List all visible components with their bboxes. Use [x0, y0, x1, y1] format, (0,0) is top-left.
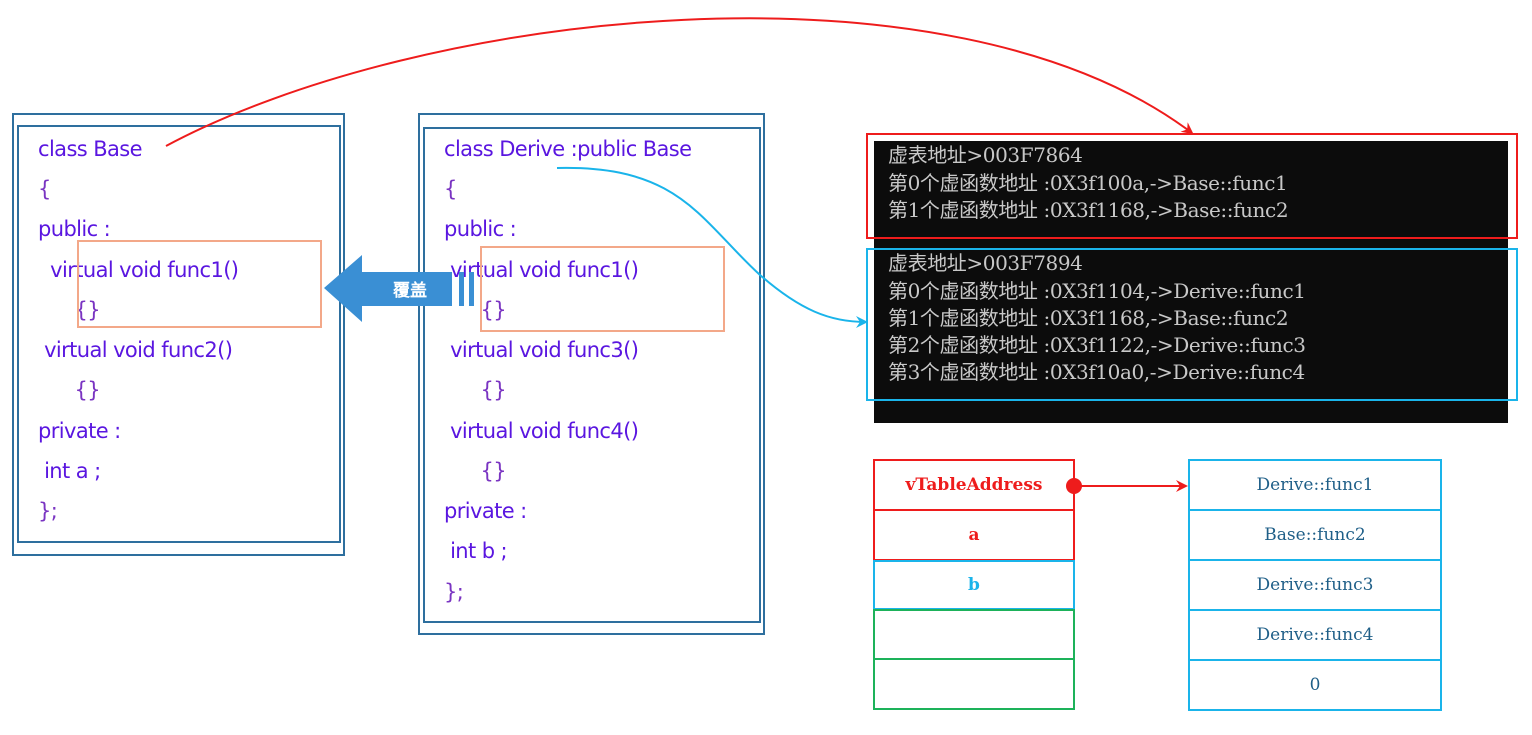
- base-code-line: {}: [38, 378, 100, 402]
- derive-code-line: virtual void func3(): [444, 338, 639, 362]
- base-code-line: public :: [38, 217, 111, 241]
- vtable-entry: Base::func2: [1188, 509, 1442, 561]
- console-line: 第1个虚函数地址 :0X3f1168,->Base::func2: [888, 198, 1289, 222]
- empty-slot-cell: [873, 609, 1075, 660]
- derive-code-line: int b ;: [444, 539, 508, 563]
- base-code-line: virtual void func1(): [38, 258, 239, 282]
- console-line: 第2个虚函数地址 :0X3f1122,->Derive::func3: [888, 333, 1306, 357]
- derive-code-line: virtual void func4(): [444, 419, 639, 443]
- console-line: 虚表地址>003F7894: [888, 251, 1083, 275]
- base-code-line: {: [38, 177, 51, 201]
- member-b-cell: b: [873, 560, 1075, 610]
- member-a-cell: a: [873, 509, 1075, 561]
- base-code-line: virtual void func2(): [38, 338, 233, 362]
- console-line: 第0个虚函数地址 :0X3f100a,->Base::func1: [888, 171, 1288, 195]
- base-code-line: };: [38, 499, 58, 523]
- derive-code-line: };: [444, 580, 464, 604]
- vtable-entry: Derive::func4: [1188, 609, 1442, 661]
- vtable-entry: Derive::func3: [1188, 559, 1442, 611]
- override-label: 覆盖: [393, 280, 427, 301]
- vtable-address-cell: vTableAddress: [873, 459, 1075, 511]
- derive-code-line: {}: [444, 298, 506, 322]
- derive-code-line: {}: [444, 459, 506, 483]
- vtable-entry: Derive::func1: [1188, 459, 1442, 511]
- derive-code-line: {}: [444, 378, 506, 402]
- derive-func1-highlight: [480, 246, 725, 332]
- derive-code-line: public :: [444, 217, 517, 241]
- vtable-entry: 0: [1188, 659, 1442, 711]
- empty-slot-cell: [873, 658, 1075, 710]
- base-code-line: int a ;: [38, 459, 101, 483]
- base-func1-highlight: [77, 240, 322, 328]
- derive-code-line: class Derive :public Base: [444, 137, 692, 161]
- console-output: 虚表地址>003F7864 第0个虚函数地址 :0X3f100a,->Base:…: [874, 141, 1508, 423]
- base-code-line: class Base: [38, 137, 143, 161]
- console-line: 第3个虚函数地址 :0X3f10a0,->Derive::func4: [888, 360, 1305, 384]
- derive-code-line: private :: [444, 499, 527, 523]
- console-line: 虚表地址>003F7864: [888, 143, 1083, 167]
- derive-code-line: {: [444, 177, 457, 201]
- base-code-line: private :: [38, 419, 121, 443]
- console-line: 第0个虚函数地址 :0X3f1104,->Derive::func1: [888, 279, 1306, 303]
- console-line: 第1个虚函数地址 :0X3f1168,->Base::func2: [888, 306, 1289, 330]
- derive-vtable-output-frame: [866, 248, 1518, 401]
- base-vtable-output-frame: [866, 133, 1518, 239]
